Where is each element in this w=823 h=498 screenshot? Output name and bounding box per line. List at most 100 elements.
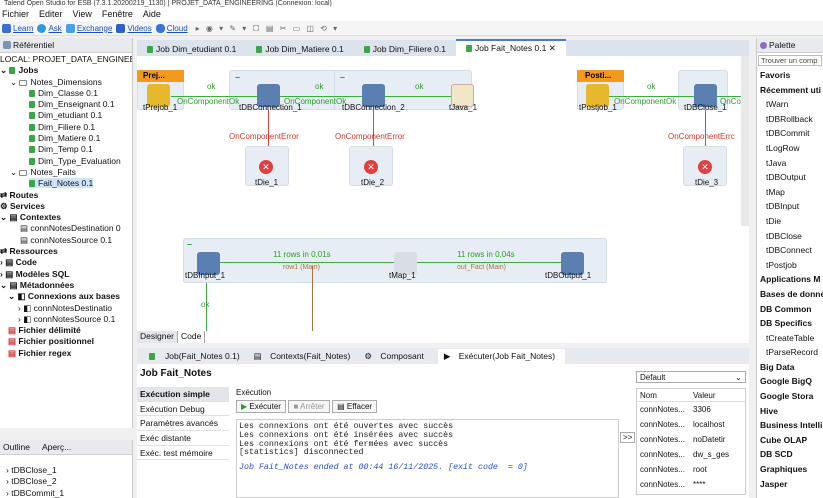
link-cloud[interactable]: Cloud: [166, 23, 188, 33]
tree-job-item[interactable]: Dim_Enseignant 0.1: [0, 99, 132, 110]
die-icon[interactable]: ✕: [698, 160, 712, 174]
tree-job-item[interactable]: Dim_Type_Evaluation: [0, 156, 132, 167]
db-connection-icon[interactable]: [362, 84, 385, 107]
tree-metadonnees[interactable]: ⌄ ▤ Métadonnées: [0, 279, 75, 290]
tab-composant[interactable]: ⚙ Composant: [364, 350, 424, 361]
palette-item[interactable]: tPostjob: [766, 259, 797, 270]
palette-item[interactable]: tLogRow: [766, 142, 800, 153]
table-row[interactable]: connNotes...****: [640, 480, 706, 489]
table-row[interactable]: connNotes...root: [640, 465, 707, 474]
die-icon[interactable]: ✕: [259, 160, 273, 174]
tab-code[interactable]: Code: [178, 331, 206, 343]
outline-item[interactable]: › tDBClose_1: [6, 465, 57, 475]
tree-connection-item[interactable]: › ◧ connNotesSource 0.1: [18, 313, 116, 324]
mode-exec-distante[interactable]: Exéc distante: [137, 431, 229, 446]
tree-job-item[interactable]: Dim_Temp 0.1: [0, 144, 132, 155]
tab-outline[interactable]: Outline: [3, 442, 30, 452]
tab-executer[interactable]: ▶ Exécuter(Job Fait_Notes): [437, 348, 566, 364]
palette-search-input[interactable]: Trouver un comp: [758, 55, 822, 66]
tab-apercu[interactable]: Aperç...: [41, 442, 72, 452]
palette-item[interactable]: Applications M: [760, 274, 821, 285]
context-select[interactable]: Default⌄: [636, 371, 746, 383]
tree-job-item[interactable]: Dim_Filiere 0.1: [0, 122, 132, 133]
tree-services[interactable]: ⚙ Services: [0, 200, 45, 211]
java-icon[interactable]: [451, 84, 474, 107]
menu-aide[interactable]: Aide: [142, 9, 161, 19]
palette-item[interactable]: tMap: [766, 186, 785, 197]
palette-item[interactable]: DB Specifics: [760, 318, 812, 329]
palette-item[interactable]: tDBOutput: [766, 172, 806, 183]
palette-item[interactable]: tDie: [766, 215, 782, 226]
outline-item[interactable]: › tDBCommit_1: [6, 487, 65, 498]
tree-notes-faits[interactable]: ⌄ Notes_Faits: [10, 166, 76, 177]
canvas-scrollbar[interactable]: [741, 56, 749, 226]
tree-job-item-selected[interactable]: Fait_Notes 0.1: [0, 178, 132, 189]
palette-item[interactable]: Hive: [760, 405, 778, 416]
collapse-minus[interactable]: –: [235, 72, 241, 82]
table-row[interactable]: connNotes...dw_s_ges: [640, 450, 730, 459]
link-videos[interactable]: Videos: [127, 23, 152, 33]
palette-item[interactable]: tWarn: [766, 99, 789, 110]
db-close-icon[interactable]: [694, 84, 717, 107]
tree-fichier-positionnel[interactable]: ▤ Fichier positionnel: [8, 336, 94, 347]
palette-item[interactable]: Big Data: [760, 361, 795, 372]
table-row[interactable]: connNotes...noDatetir: [640, 435, 726, 444]
tree-job-item[interactable]: Dim_Matiere 0.1: [0, 133, 132, 144]
mode-exec-test-memoire[interactable]: Exéc. test mémoire: [137, 446, 229, 461]
run-button[interactable]: ▶ Exécuter: [236, 400, 286, 413]
tree-jobs[interactable]: ⌄ Jobs: [0, 65, 39, 76]
palette-item[interactable]: Cube OLAP: [760, 434, 808, 445]
palette-item[interactable]: Récemment uti: [760, 84, 821, 95]
tab-job-dim-etudiant[interactable]: Job Dim_etudiant 0.1: [137, 42, 246, 56]
palette-item[interactable]: Google Stora: [760, 391, 814, 402]
tree-job-item[interactable]: Dim_Classe 0.1: [0, 88, 132, 99]
tree-notes-dimensions[interactable]: ⌄ Notes_Dimensions: [10, 76, 102, 87]
table-row[interactable]: connNotes...localhost: [640, 420, 725, 429]
tab-job-fait-notes[interactable]: Job Fait_Notes 0.1 ✕: [455, 39, 566, 56]
tree-connection-item[interactable]: › ◧ connNotesDestinatio: [18, 302, 113, 313]
table-row[interactable]: connNotes...3306: [640, 405, 711, 414]
palette-item[interactable]: Bases de donné: [760, 288, 823, 299]
link-exchange[interactable]: Exchange: [76, 23, 113, 33]
palette-item[interactable]: tDBConnect: [766, 245, 812, 256]
palette-item[interactable]: DB Common: [760, 303, 812, 314]
link-learn[interactable]: Learn: [13, 23, 34, 33]
palette-item[interactable]: Jasper: [760, 478, 788, 489]
mode-execution-debug[interactable]: Exécution Debug: [137, 402, 229, 417]
palette-item[interactable]: Favoris: [760, 70, 791, 80]
link-ask[interactable]: Ask: [48, 23, 62, 33]
tab-job-dim-matiere[interactable]: Job Dim_Matiere 0.1: [246, 42, 353, 56]
prejob-header[interactable]: Prej...: [137, 70, 184, 82]
tree-job-item[interactable]: Dim_etudiant 0.1: [0, 110, 132, 121]
tmap-icon[interactable]: [394, 252, 417, 275]
palette-item[interactable]: tCreateTable: [766, 332, 815, 343]
menu-fichier[interactable]: Fichier: [2, 9, 30, 19]
tree-fichier-regex[interactable]: ▤ Fichier regex: [8, 347, 72, 358]
stop-button[interactable]: ■ Arrêter: [288, 400, 330, 413]
collapse-minus[interactable]: –: [340, 72, 346, 82]
tree-modeles-sql[interactable]: › ▤ Modèles SQL: [0, 268, 70, 279]
palette-item[interactable]: tDBClose: [766, 230, 802, 241]
outline-item[interactable]: › tDBClose_2: [6, 476, 57, 487]
collapse-minus[interactable]: –: [187, 239, 193, 249]
console-output[interactable]: Les connexions ont été ouvertes avec suc…: [236, 419, 619, 498]
palette-item[interactable]: tDBInput: [766, 201, 800, 212]
die-icon[interactable]: ✕: [364, 160, 378, 174]
expand-button[interactable]: >>: [620, 432, 636, 443]
mode-parametres-avances[interactable]: Paramètres avancés: [137, 416, 229, 432]
tree-connexions[interactable]: ⌄ ◧ Connexions aux bases: [8, 291, 121, 302]
tree-routes[interactable]: ⇄ Routes: [0, 189, 39, 200]
job-designer-canvas[interactable]: Prej... – – tPrejob_1 tDBConnection_1 tD…: [137, 56, 749, 331]
tab-designer[interactable]: Designer: [137, 331, 179, 343]
palette-item[interactable]: tDBRollback: [766, 113, 813, 124]
menu-editer[interactable]: Editer: [39, 9, 63, 19]
prejob-component-icon[interactable]: [147, 84, 170, 107]
postjob-header[interactable]: Posti...: [577, 70, 624, 82]
palette-item[interactable]: tDBCommit: [766, 128, 810, 139]
db-input-icon[interactable]: [197, 252, 220, 275]
palette-item[interactable]: Google BigQ: [760, 376, 812, 387]
tree-contextes[interactable]: ⌄ ▤ Contextes: [0, 212, 61, 223]
postjob-component-icon[interactable]: [586, 84, 609, 107]
connection2-subjob[interactable]: [334, 70, 472, 110]
tree-code[interactable]: › ▤ Code: [0, 257, 37, 268]
